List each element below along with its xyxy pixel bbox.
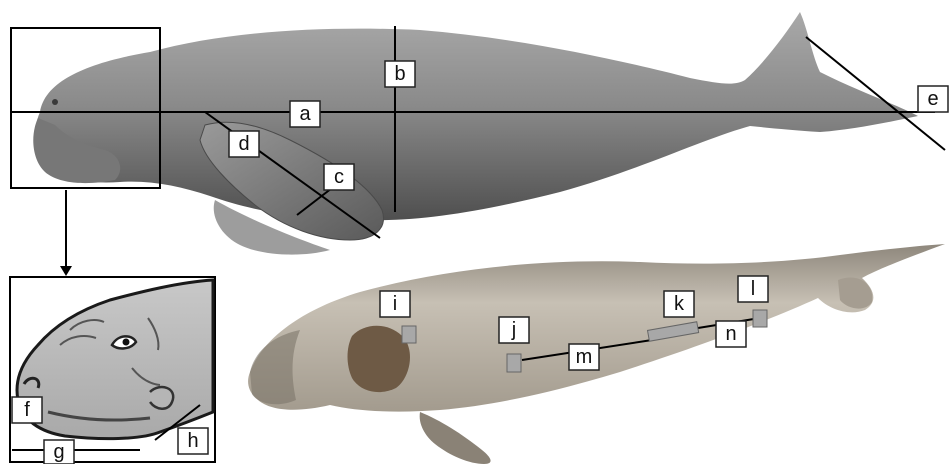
lower-dugong-dark-patch <box>348 326 410 392</box>
label-c: c <box>334 166 344 188</box>
inset-pupil <box>123 339 130 346</box>
lower-dugong-body <box>248 244 945 412</box>
label-a-group: a <box>290 101 320 127</box>
inset-arrow-head <box>60 266 72 276</box>
inset-ear-fold <box>150 387 173 409</box>
label-i-group: i <box>380 291 410 317</box>
label-e-group: e <box>918 86 948 112</box>
label-d: d <box>238 133 249 155</box>
label-h-group: h <box>178 428 208 454</box>
label-n-group: n <box>716 321 746 347</box>
marker-l <box>753 310 767 327</box>
label-g: g <box>53 441 64 463</box>
label-f: f <box>24 399 30 421</box>
upper-dugong-eye <box>52 99 58 105</box>
label-i: i <box>393 293 397 315</box>
label-j: j <box>511 319 516 341</box>
label-g-group: g <box>44 440 74 464</box>
label-m-group: m <box>569 344 599 370</box>
label-e: e <box>927 88 938 110</box>
label-k: k <box>674 293 685 315</box>
label-h: h <box>187 430 198 452</box>
label-b-group: b <box>385 61 415 87</box>
label-b: b <box>394 63 405 85</box>
marker-j <box>507 354 521 372</box>
label-k-group: k <box>664 291 694 317</box>
label-m: m <box>576 346 593 368</box>
label-j-group: j <box>499 317 529 343</box>
label-a: a <box>299 103 311 125</box>
label-f-group: f <box>12 397 42 423</box>
label-l: l <box>751 278 755 300</box>
label-c-group: c <box>324 164 354 190</box>
upper-dugong-body <box>35 12 918 220</box>
lower-dugong-head-shade <box>250 330 300 404</box>
label-l-group: l <box>738 276 768 302</box>
upper-dugong-illustration <box>33 12 918 255</box>
lower-dugong-flipper <box>420 412 491 464</box>
label-n: n <box>725 323 736 345</box>
marker-i <box>402 326 416 343</box>
label-d-group: d <box>229 131 259 157</box>
